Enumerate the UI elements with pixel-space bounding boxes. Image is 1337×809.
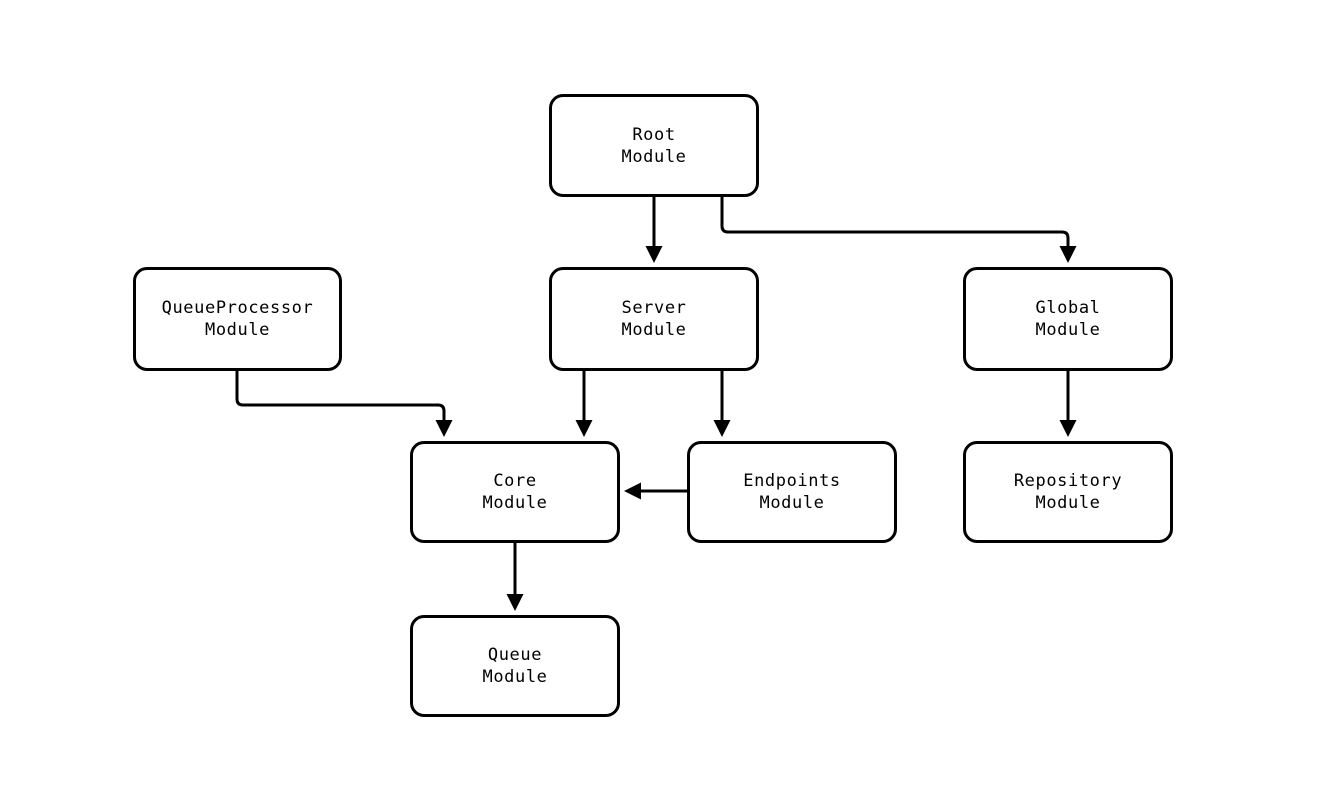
arrowhead-global-to-repository	[1059, 420, 1077, 437]
node-repository[interactable]: Repository Module	[963, 441, 1173, 543]
node-root[interactable]: Root Module	[549, 94, 759, 197]
edge-root-to-global	[720, 197, 1070, 246]
arrowhead-root-to-global	[1059, 246, 1077, 263]
node-queue[interactable]: Queue Module	[410, 615, 620, 717]
node-label-server: Server Module	[621, 298, 687, 340]
node-queueprocessor[interactable]: QueueProcessor Module	[133, 267, 342, 371]
arrowhead-endpoints-to-core	[624, 482, 641, 500]
arrowhead-core-to-queue	[506, 594, 524, 611]
arrowhead-root-to-server	[645, 246, 663, 263]
node-label-global: Global Module	[1035, 298, 1101, 340]
node-label-root: Root Module	[621, 124, 687, 167]
node-label-queueprocessor: QueueProcessor Module	[161, 298, 314, 340]
arrowhead-queueprocessor-to-core	[435, 420, 453, 437]
node-global[interactable]: Global Module	[963, 267, 1173, 371]
arrowhead-server-to-core	[575, 420, 593, 437]
node-core[interactable]: Core Module	[410, 441, 620, 543]
node-label-endpoints: Endpoints Module	[743, 471, 841, 513]
node-server[interactable]: Server Module	[549, 267, 759, 371]
node-label-queue: Queue Module	[482, 645, 548, 687]
node-endpoints[interactable]: Endpoints Module	[687, 441, 897, 543]
node-label-repository: Repository Module	[1013, 471, 1123, 513]
edge-queueprocessor-to-core	[235, 371, 446, 420]
node-label-core: Core Module	[482, 471, 548, 513]
arrowhead-server-to-endpoints	[713, 420, 731, 437]
